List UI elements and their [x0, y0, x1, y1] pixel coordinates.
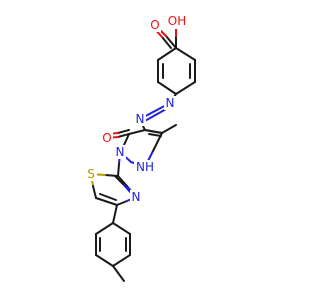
bond-line-18: [142, 107, 169, 123]
bond-line-23: [144, 129, 163, 134]
bond-line-10: [175, 81, 196, 95]
atom-carbonyl-o: O: [101, 131, 113, 145]
bond-line-54: [112, 254, 131, 267]
atom-thiazole-s: S: [85, 167, 97, 181]
bond-line-58: [95, 222, 114, 235]
bond-line-51: [112, 222, 131, 235]
atom-azo-n2: N: [134, 112, 146, 126]
molecule-structure: O OH N N O N NH S N: [85, 14, 196, 282]
atom-ring-n: N: [114, 145, 126, 159]
atom-carboxyl-o-top: O: [149, 18, 161, 32]
bond-line-59: [112, 265, 125, 282]
bond-line-43: [99, 193, 117, 201]
svg-text:O: O: [102, 131, 111, 145]
bond-line-25: [123, 133, 130, 146]
bond-line-37: [117, 163, 120, 177]
bond-line-22: [148, 133, 162, 137]
bond-line-48: [122, 183, 132, 194]
bond-line-7: [175, 47, 196, 61]
svg-text:S: S: [87, 167, 95, 181]
bond-line-49: [114, 175, 124, 185]
bond-line-34: [117, 129, 130, 134]
atom-ring-nh: NH: [134, 160, 156, 174]
svg-text:N: N: [116, 145, 125, 159]
bond-line-11: [157, 81, 177, 95]
atom-azo-n1: N: [164, 96, 176, 110]
bond-line-42: [95, 197, 118, 206]
bond-line-32: [117, 133, 130, 138]
bond-line-31: [161, 124, 177, 134]
bond-line-24: [128, 129, 146, 135]
svg-text:N: N: [136, 112, 145, 126]
svg-text:O: O: [150, 18, 159, 32]
svg-text:N: N: [166, 96, 175, 110]
atom-thiazole-n: N: [130, 190, 142, 204]
bond-line-41: [92, 185, 97, 199]
svg-text:NH: NH: [136, 160, 154, 174]
bond-line-14: [157, 47, 177, 61]
bond-layer: [90, 23, 196, 282]
atom-carboxyl-oh: OH: [166, 14, 188, 29]
bond-line-30: [152, 132, 163, 152]
bond-line-5: [161, 36, 172, 49]
bond-line-3: [165, 35, 177, 49]
bond-line-50: [112, 204, 118, 224]
svg-text:N: N: [132, 190, 141, 204]
bond-line-55: [95, 254, 114, 267]
bond-line-47: [117, 175, 128, 187]
bond-line-44: [116, 200, 128, 206]
svg-text:OH: OH: [168, 14, 186, 28]
